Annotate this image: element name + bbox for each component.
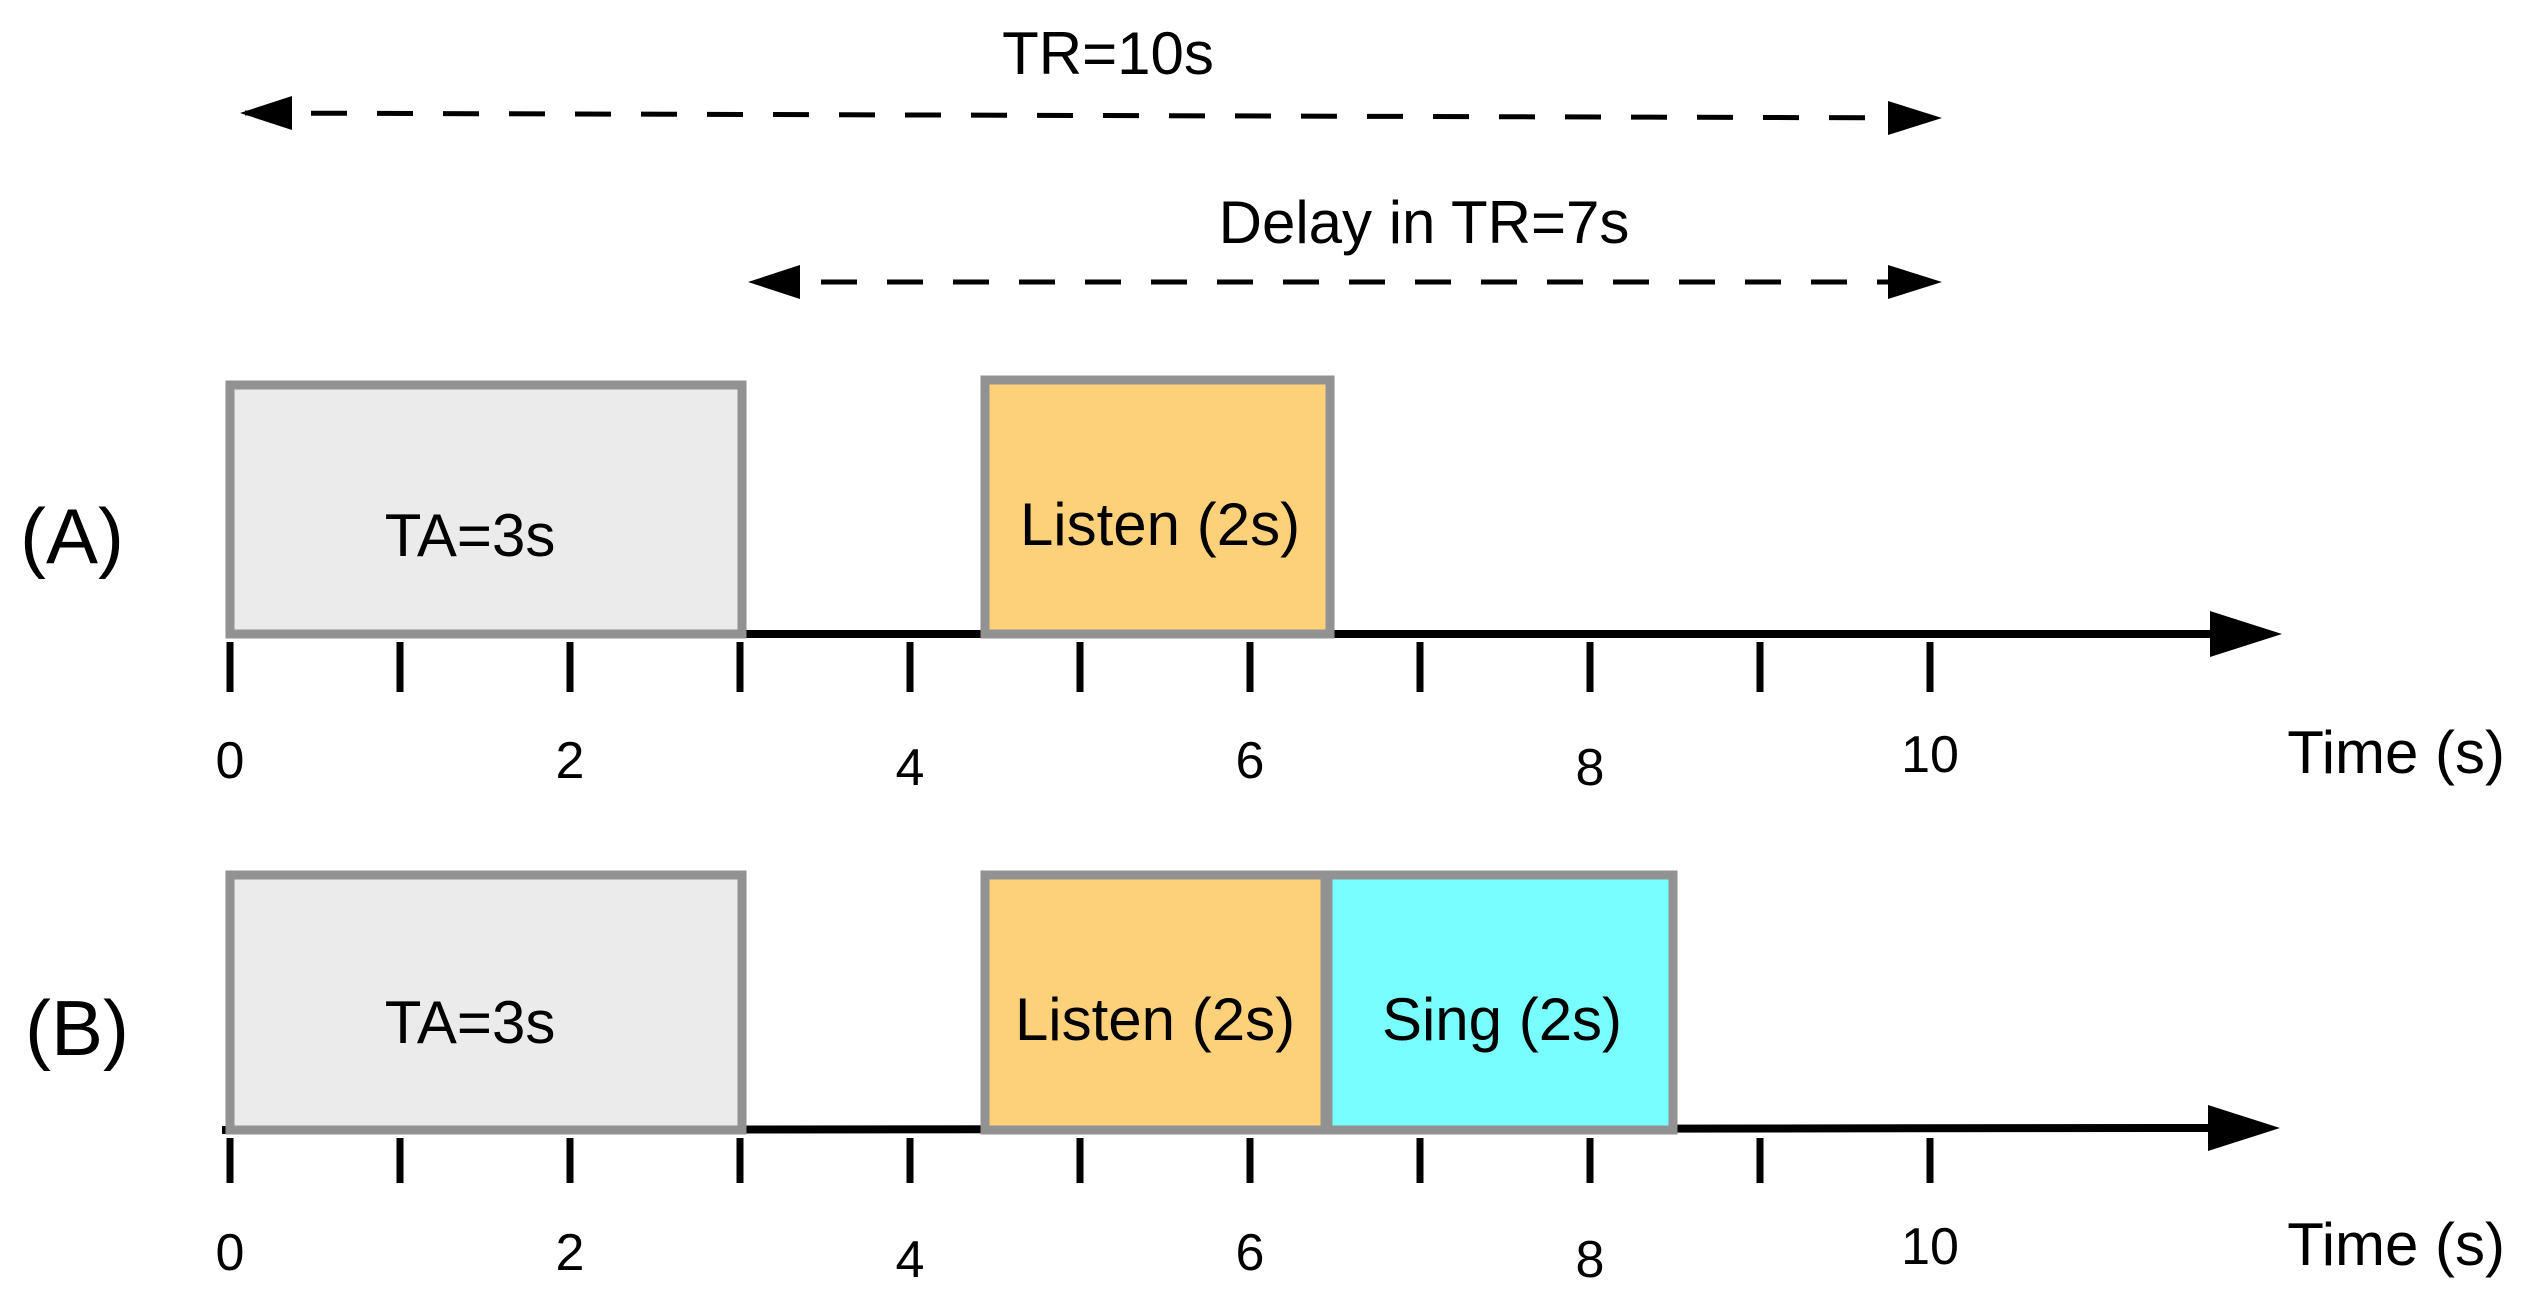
tick-label: 6 xyxy=(1236,732,1265,790)
panel-b-listen-label: Listen (2s) xyxy=(1015,986,1295,1053)
tick-label: 0 xyxy=(216,1224,245,1282)
tr-span-right-arrowhead xyxy=(1888,101,1942,135)
panel-b-label: (B) xyxy=(25,984,129,1072)
delay-span-left-arrowhead xyxy=(748,265,800,299)
tick-label: 4 xyxy=(896,1231,925,1289)
panel-a-ticks xyxy=(226,642,1934,692)
tick-label: 8 xyxy=(1576,1231,1605,1289)
tick-label: 2 xyxy=(556,732,585,790)
panel-b-axis-arrowhead xyxy=(2208,1105,2280,1151)
tick-label: 8 xyxy=(1576,739,1605,797)
panel-b: (B) 0 2 4 6 8 10 Time (s) TA=3s L xyxy=(25,870,2505,1289)
panel-b-ticks xyxy=(226,1138,1934,1183)
delay-span-label: Delay in TR=7s xyxy=(1219,189,1630,256)
tick-label: 2 xyxy=(556,1224,585,1282)
panel-b-ta-box xyxy=(225,870,747,1135)
panel-a-listen-label: Listen (2s) xyxy=(1020,491,1300,558)
panel-a-listen-box xyxy=(980,375,1335,639)
tr-span-label: TR=10s xyxy=(1002,20,1214,87)
panel-b-listen-box xyxy=(980,870,1330,1135)
panel-a-ta-label: TA=3s xyxy=(385,502,556,569)
panel-a-ta-box xyxy=(225,380,747,639)
panel-a: (A) 0 2 4 6 8 10 Time (s) TA=3s L xyxy=(20,375,2505,797)
panel-b-sing-box xyxy=(1323,870,1678,1135)
tr-span: TR=10s xyxy=(240,20,1942,135)
tick-label: 6 xyxy=(1236,1224,1265,1282)
panel-a-axis-arrowhead xyxy=(2210,611,2282,657)
panel-b-axis-title: Time (s) xyxy=(2287,1211,2505,1278)
top-spans: TR=10s Delay in TR=7s xyxy=(240,20,1942,299)
panel-a-label: (A) xyxy=(20,492,124,580)
panel-b-ta-label: TA=3s xyxy=(385,989,556,1056)
tr-span-line xyxy=(244,110,1936,121)
panel-a-axis-title: Time (s) xyxy=(2287,719,2505,786)
delay-span: Delay in TR=7s xyxy=(748,189,1942,299)
panel-b-tick-labels: 0 2 4 6 8 10 xyxy=(216,1218,1959,1289)
tick-label: 10 xyxy=(1901,1218,1959,1276)
tick-label: 10 xyxy=(1901,726,1959,784)
tick-label: 4 xyxy=(896,739,925,797)
panel-a-tick-labels: 0 2 4 6 8 10 xyxy=(216,726,1959,797)
tr-span-left-arrowhead xyxy=(240,96,292,130)
tick-label: 0 xyxy=(216,732,245,790)
delay-span-right-arrowhead xyxy=(1888,265,1942,299)
panel-b-sing-label: Sing (2s) xyxy=(1382,986,1622,1053)
